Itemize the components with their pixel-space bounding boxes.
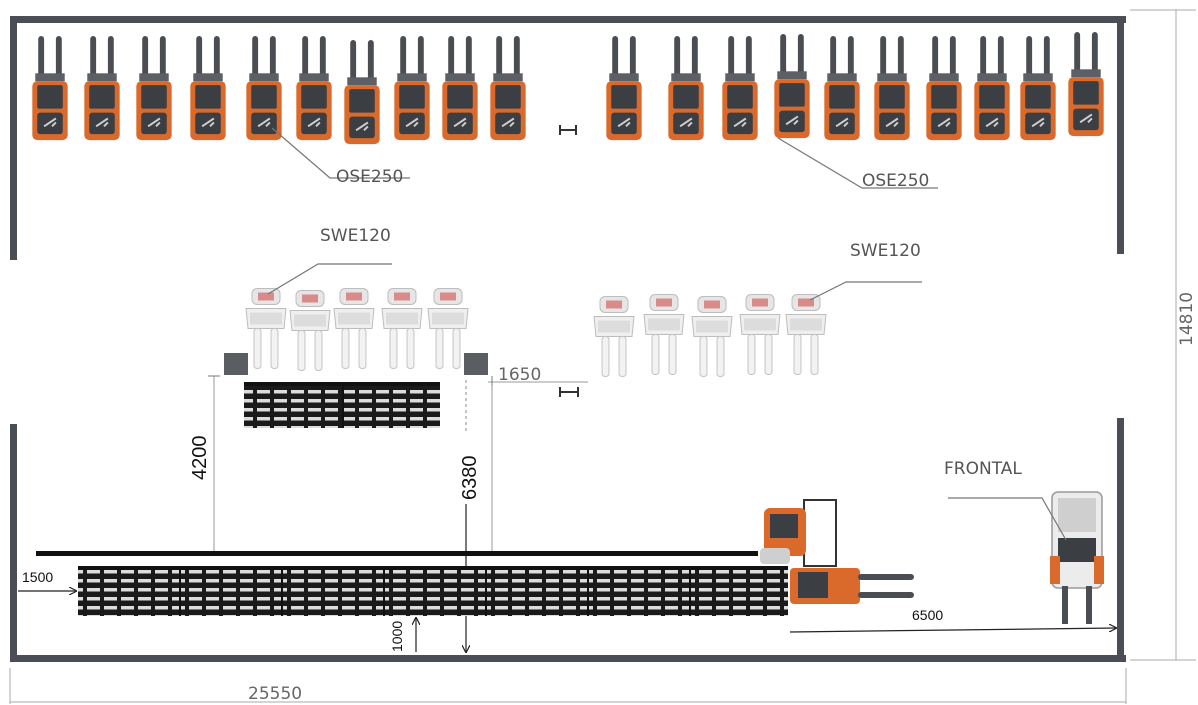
- dim-1500-label: 1500: [22, 569, 53, 585]
- dim-1000-label: 1000: [389, 621, 405, 652]
- long-rack: [36, 551, 788, 616]
- rail-line: [36, 551, 758, 556]
- rack-post-right: [464, 353, 488, 375]
- swe-right-leader: [809, 281, 922, 301]
- ose-right-leader: [777, 137, 938, 189]
- ose250-trucks-left: [31, 36, 527, 146]
- middle-rack: [224, 353, 488, 428]
- frontal-forklift: [1050, 491, 1104, 624]
- dim-4200: 4200: [189, 375, 220, 552]
- frontal-leader: [948, 497, 1067, 541]
- dim-6500-label: 6500: [912, 607, 943, 623]
- reach-truck: [760, 499, 837, 567]
- wall-bottom: [10, 655, 1126, 662]
- wall-top: [10, 16, 1126, 23]
- dim-1000: 1000: [389, 618, 416, 652]
- swe120-trucks-left: [245, 287, 469, 372]
- dim-4200-label: 4200: [189, 436, 211, 481]
- swe120-trucks-right: [593, 293, 827, 378]
- ose250-trucks-right: [605, 32, 1105, 142]
- dim-6500: 6500: [789, 607, 1116, 633]
- long-rack-block: [78, 566, 788, 616]
- wall-left-lower: [10, 424, 17, 662]
- dim-1650: 1650: [488, 365, 588, 397]
- wall-right-lower: [1117, 418, 1124, 662]
- ose-left-label: OSE250: [336, 167, 403, 187]
- swe-right-label: SWE120: [850, 241, 921, 261]
- dim-1650-label: 1650: [498, 365, 541, 385]
- pallet-truck: [790, 568, 914, 604]
- swe-left-label: SWE120: [320, 226, 391, 246]
- gap-marker-top: [559, 125, 577, 135]
- dim-1500: 1500: [18, 569, 76, 591]
- dim-depth-total: 14810: [1130, 9, 1197, 661]
- ose-right-label: OSE250: [862, 171, 929, 191]
- dim-width-total: 25550: [9, 668, 1127, 704]
- dim-width-total-label: 25550: [248, 684, 302, 704]
- wall-right-upper: [1117, 16, 1124, 254]
- swe-left-leader: [267, 263, 392, 295]
- wall-left-upper: [10, 16, 17, 260]
- dim-depth-total-label: 14810: [1177, 292, 1197, 346]
- frontal-label: FRONTAL: [944, 459, 1022, 479]
- warehouse-walls: [10, 16, 1126, 662]
- ose-left-leader: [271, 127, 410, 179]
- dim-6380: 6380: [459, 380, 493, 652]
- dim-6380-label: 6380: [459, 456, 481, 501]
- rack-post-left: [224, 353, 248, 375]
